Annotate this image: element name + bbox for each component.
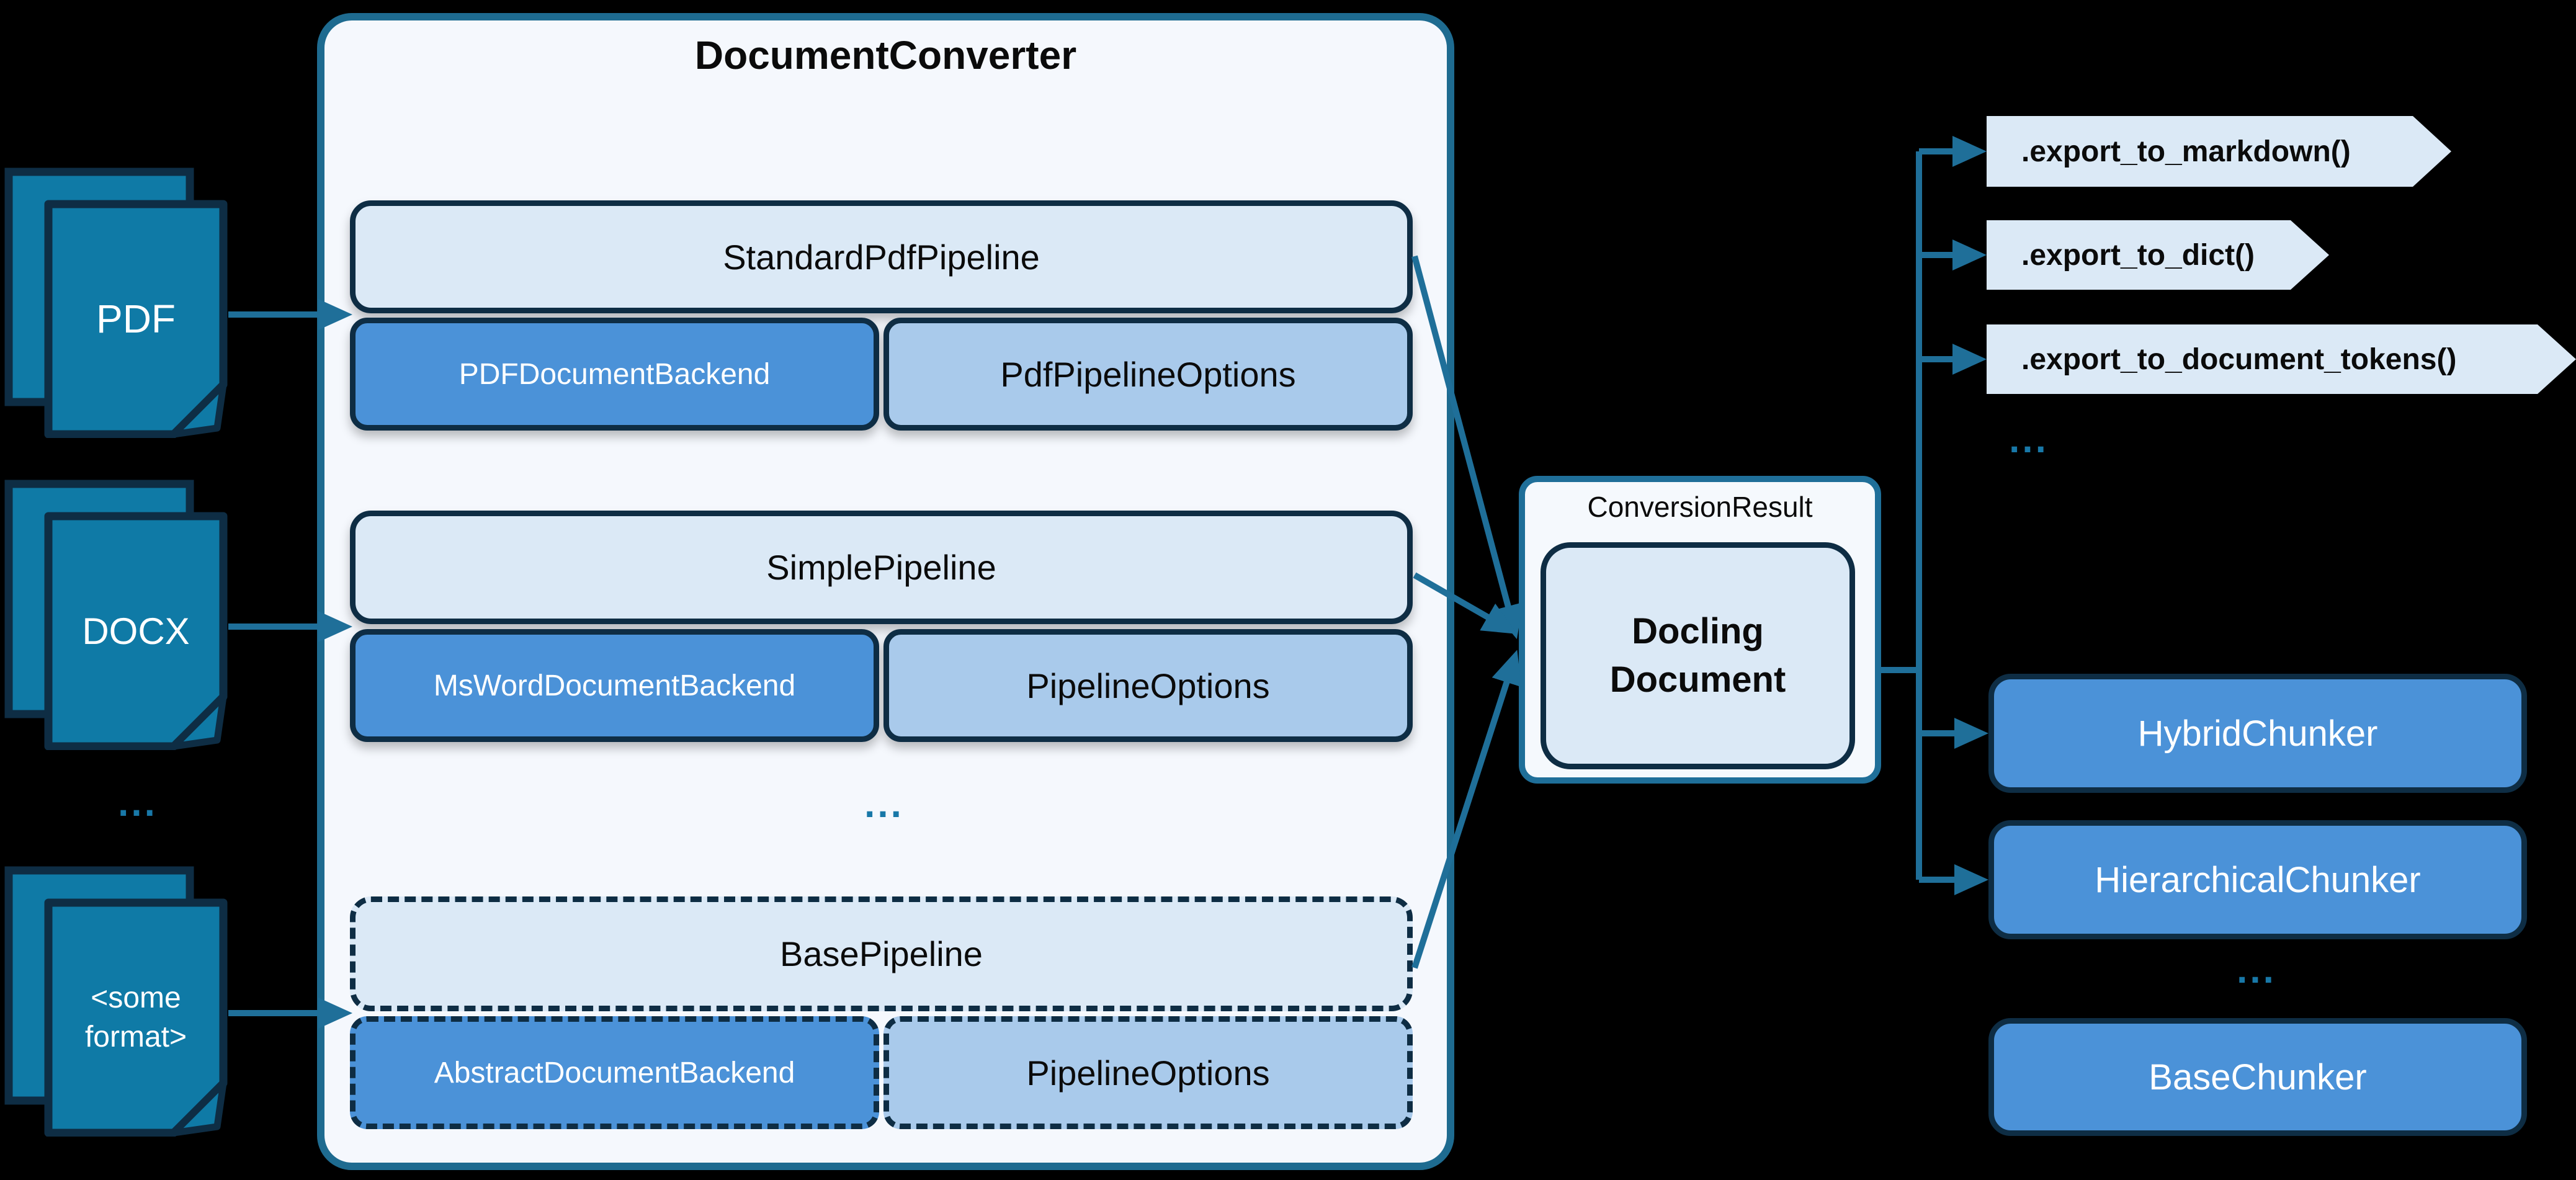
pipeline-label: StandardPdfPipeline bbox=[723, 237, 1040, 277]
pdf-document-icon: PDF bbox=[0, 168, 230, 439]
options-label: PdfPipelineOptions bbox=[1000, 354, 1296, 394]
pipeline-standardpdfpipeline: StandardPdfPipeline bbox=[350, 200, 1413, 313]
chunkers-ellipsis: ... bbox=[2237, 949, 2276, 991]
pipeline-label: SimplePipeline bbox=[766, 548, 996, 587]
export-label: .export_to_dict() bbox=[2021, 238, 2255, 272]
export-to-dict-tag: .export_to_dict() bbox=[1987, 220, 2329, 290]
pdf-label: PDF bbox=[96, 296, 176, 341]
someformat-label: <some format> bbox=[84, 981, 187, 1053]
backend-label: PDFDocumentBackend bbox=[458, 357, 771, 391]
docx-document-icon: DOCX bbox=[0, 480, 230, 751]
document-stack-icon bbox=[4, 480, 228, 751]
backend-label: MsWordDocumentBackend bbox=[433, 669, 796, 702]
document-stack-icon bbox=[4, 866, 228, 1137]
chunker-label: HierarchicalChunker bbox=[2095, 859, 2421, 900]
docling-document-label: Docling Document bbox=[1609, 610, 1786, 700]
document-stack-icon bbox=[4, 168, 228, 439]
backend-pdfdocumentbackend: PDFDocumentBackend bbox=[350, 318, 879, 431]
pipeline-simplepipeline: SimplePipeline bbox=[350, 511, 1413, 624]
options-label: PipelineOptions bbox=[1026, 1053, 1270, 1093]
hierarchical-chunker-box: HierarchicalChunker bbox=[1988, 820, 2527, 939]
base-chunker-box: BaseChunker bbox=[1988, 1018, 2527, 1136]
docx-label: DOCX bbox=[82, 610, 190, 652]
backend-label: AbstractDocumentBackend bbox=[434, 1056, 795, 1089]
document-converter-title: DocumentConverter bbox=[694, 33, 1077, 78]
export-label: .export_to_markdown() bbox=[2021, 135, 2351, 168]
options-pipelineoptions: PipelineOptions bbox=[883, 629, 1413, 742]
docling-document-box: Docling Document bbox=[1541, 542, 1855, 769]
options-pipelineoptions-base: PipelineOptions bbox=[883, 1016, 1413, 1129]
options-pdfpipelineoptions: PdfPipelineOptions bbox=[883, 318, 1413, 431]
export-to-markdown-tag: .export_to_markdown() bbox=[1987, 116, 2451, 187]
sources-ellipsis: ... bbox=[118, 782, 158, 825]
options-label: PipelineOptions bbox=[1026, 666, 1270, 705]
backend-abstractdocumentbackend: AbstractDocumentBackend bbox=[350, 1016, 879, 1129]
pipeline-label: BasePipeline bbox=[780, 934, 983, 973]
someformat-document-icon: <some format> bbox=[0, 866, 230, 1137]
converter-ellipsis: ... bbox=[864, 783, 904, 826]
pipeline-basepipeline: BasePipeline bbox=[350, 896, 1413, 1011]
conversion-result-label: ConversionResult bbox=[1587, 491, 1813, 523]
export-label: .export_to_document_tokens() bbox=[2021, 342, 2457, 376]
chunker-label: HybridChunker bbox=[2137, 713, 2378, 754]
backend-msworddocumentbackend: MsWordDocumentBackend bbox=[350, 629, 879, 742]
hybrid-chunker-box: HybridChunker bbox=[1988, 674, 2527, 793]
chunker-label: BaseChunker bbox=[2149, 1057, 2367, 1097]
export-to-document-tokens-tag: .export_to_document_tokens() bbox=[1987, 324, 2576, 394]
exports-ellipsis: ... bbox=[2009, 418, 2049, 461]
